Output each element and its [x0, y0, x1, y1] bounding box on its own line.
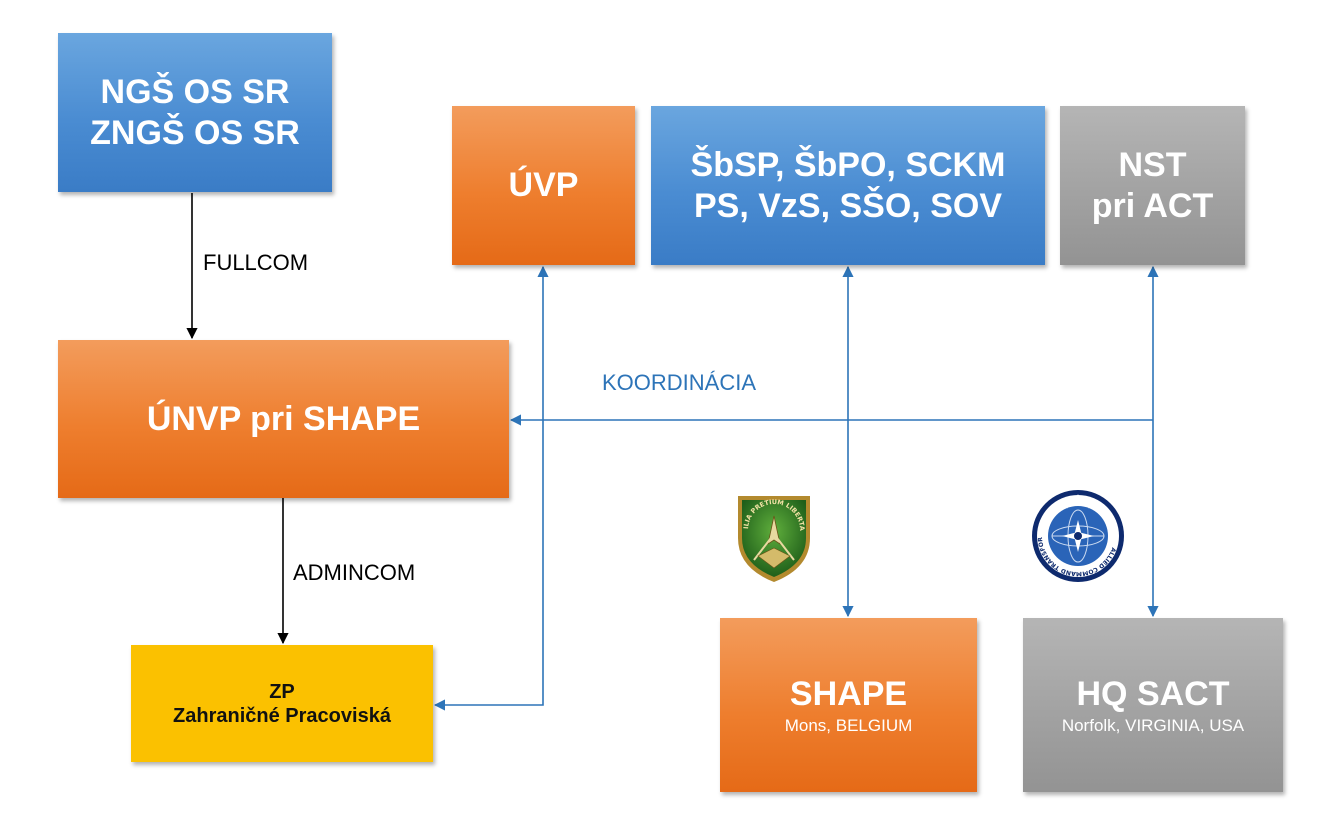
hq-sact-box: HQ SACT Norfolk, VIRGINIA, USA: [1023, 618, 1283, 792]
uvp-zp-connector: [433, 265, 549, 711]
ngs-line-2: ZNGŠ OS SR: [90, 113, 300, 152]
shape-emblem-icon: VIGILIA PRETIUM LIBERTATIS: [732, 490, 810, 582]
shape-title: SHAPE: [789, 674, 908, 713]
ngs-box: NGŠ OS SR ZNGŠ OS SR: [58, 33, 332, 192]
sbsp-line-2: PS, VzS, SŠO, SOV: [694, 186, 1002, 225]
nst-box: NST pri ACT: [1060, 106, 1245, 265]
zp-line-1: ZP: [269, 680, 295, 703]
shape-box: SHAPE Mons, BELGIUM: [720, 618, 977, 792]
admincom-label: ADMINCOM: [293, 560, 416, 585]
zp-line-2: Zahraničné Pracoviská: [173, 704, 391, 727]
uvp-line-1: ÚVP: [508, 166, 579, 205]
nst-line-1: NST: [1118, 145, 1187, 184]
unvp-line-1: ÚNVP pri SHAPE: [146, 399, 421, 438]
koordinacia-label: KOORDINÁCIA: [602, 370, 757, 395]
sbsp-line-1: ŠbSP, ŠbPO, SCKM: [690, 145, 1006, 184]
uvp-box: ÚVP: [452, 106, 635, 265]
shape-subtitle: Mons, BELGIUM: [784, 716, 913, 736]
sbsp-box: ŠbSP, ŠbPO, SCKM PS, VzS, SŠO, SOV: [651, 106, 1045, 265]
hq-sact-title: HQ SACT: [1076, 674, 1230, 713]
fullcom-label: FULLCOM: [203, 250, 309, 275]
hq-sact-subtitle: Norfolk, VIRGINIA, USA: [1061, 716, 1245, 736]
zp-box: ZP Zahraničné Pracoviská: [131, 645, 433, 762]
ngs-line-1: NGŠ OS SR: [100, 72, 290, 111]
unvp-box: ÚNVP pri SHAPE: [58, 340, 509, 498]
nst-line-2: pri ACT: [1091, 186, 1214, 225]
act-emblem-icon: ALLIED COMMAND TRANSFORMATION: [1030, 488, 1124, 582]
